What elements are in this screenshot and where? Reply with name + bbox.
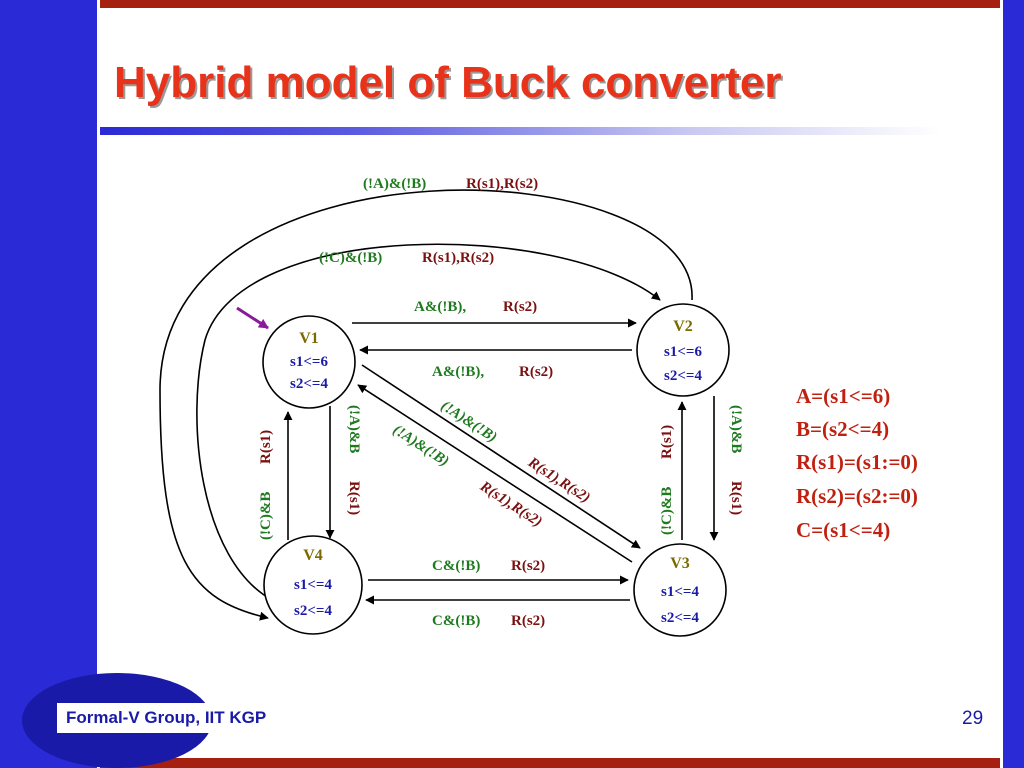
footer-group-label: Formal-V Group, IIT KGP	[57, 703, 357, 733]
state-invariant: s2<=4	[290, 376, 328, 392]
legend-item: R(s2)=(s2:=0)	[796, 484, 918, 508]
edge-v3-to-v1	[357, 384, 633, 563]
edge-guard: (!C)&B	[659, 487, 675, 535]
legend-item: A=(s1<=6)	[796, 384, 890, 408]
edge-label: (!C)&(!B) R(s1),R(s2)	[319, 250, 494, 266]
title-underline	[100, 127, 940, 135]
edge-v3-to-v4-outer	[159, 189, 693, 621]
state-invariant: s1<=4	[661, 584, 699, 600]
edge-label: (!A)&(!B) R(s1),R(s2)	[390, 422, 545, 530]
edge-label: (!C)&B R(s1)	[258, 430, 274, 540]
edge-guard: A&(!B),	[414, 299, 466, 315]
edge-guard: A&(!B),	[432, 364, 484, 380]
edge-label: C&(!B) R(s2)	[432, 558, 545, 574]
edge-reset: R(s1)	[258, 430, 274, 464]
edge-guard: (!C)&B	[258, 492, 274, 540]
edge-label: A&(!B), R(s2)	[414, 299, 537, 315]
edge-reset: R(s1)	[728, 481, 744, 515]
legend-item: C=(s1<=4)	[796, 518, 890, 542]
edge-reset: R(s2)	[511, 613, 545, 629]
state-v1: V1 s1<=6 s2<=4	[262, 315, 356, 409]
edge-label: (!A)&B R(s1)	[728, 405, 744, 515]
slide-title: Hybrid model of Buck converter	[114, 58, 782, 107]
state-name: V4	[303, 547, 323, 564]
legend-item: R(s1)=(s1:=0)	[796, 450, 918, 474]
state-invariant: s1<=4	[294, 577, 332, 593]
edge-guard: C&(!B)	[432, 558, 480, 574]
edge-guard: (!A)&B	[346, 405, 362, 453]
state-name: V1	[299, 330, 319, 347]
edge-guard: C&(!B)	[432, 613, 480, 629]
state-invariant: s2<=4	[661, 610, 699, 626]
edge-reset: R(s2)	[519, 364, 553, 380]
edge-reset: R(s1)	[346, 481, 362, 515]
left-blue-margin	[0, 0, 97, 768]
state-invariant: s2<=4	[664, 368, 702, 384]
edge-reset: R(s1),R(s2)	[476, 478, 545, 530]
edge-label: C&(!B) R(s2)	[432, 613, 545, 629]
edge-reset: R(s1),R(s2)	[422, 250, 494, 266]
edge-guard: (!C)&(!B)	[319, 250, 382, 266]
state-invariant: s1<=6	[290, 354, 328, 370]
edge-v1-to-v3	[361, 364, 641, 549]
edge-guard: (!A)&B	[728, 405, 744, 453]
edge-reset: R(s1),R(s2)	[466, 176, 538, 192]
edge-label: A&(!B), R(s2)	[432, 364, 553, 380]
edge-reset: R(s2)	[503, 299, 537, 315]
edge-guard: (!A)&(!B)	[390, 422, 452, 470]
state-v3: V3 s1<=4 s2<=4	[633, 543, 727, 637]
state-name: V3	[670, 555, 690, 572]
state-v2: V2 s1<=6 s2<=4	[636, 303, 730, 397]
right-blue-margin	[1003, 0, 1024, 768]
state-name: V2	[673, 318, 693, 335]
page-number: 29	[962, 708, 984, 729]
edge-label: (!A)&(!B) R(s1),R(s2)	[363, 176, 538, 192]
edge-reset: R(s1)	[659, 425, 675, 459]
state-v4: V4 s1<=4 s2<=4	[263, 535, 363, 635]
edge-reset: R(s2)	[511, 558, 545, 574]
edge-v4-to-v2-outer	[196, 243, 661, 601]
legend-item: B=(s2<=4)	[796, 417, 889, 441]
legend: A=(s1<=6) B=(s2<=4) R(s1)=(s1:=0) R(s2)=…	[796, 384, 918, 542]
edge-guard: (!A)&(!B)	[363, 176, 426, 192]
initial-state-arrow	[236, 306, 269, 330]
edge-label: (!C)&B R(s1)	[659, 425, 675, 535]
edge-label: (!A)&B R(s1)	[346, 405, 362, 515]
bottom-accent-bar	[100, 758, 1000, 768]
state-invariant: s2<=4	[294, 603, 332, 619]
top-accent-bar	[100, 0, 1000, 8]
state-invariant: s1<=6	[664, 344, 702, 360]
